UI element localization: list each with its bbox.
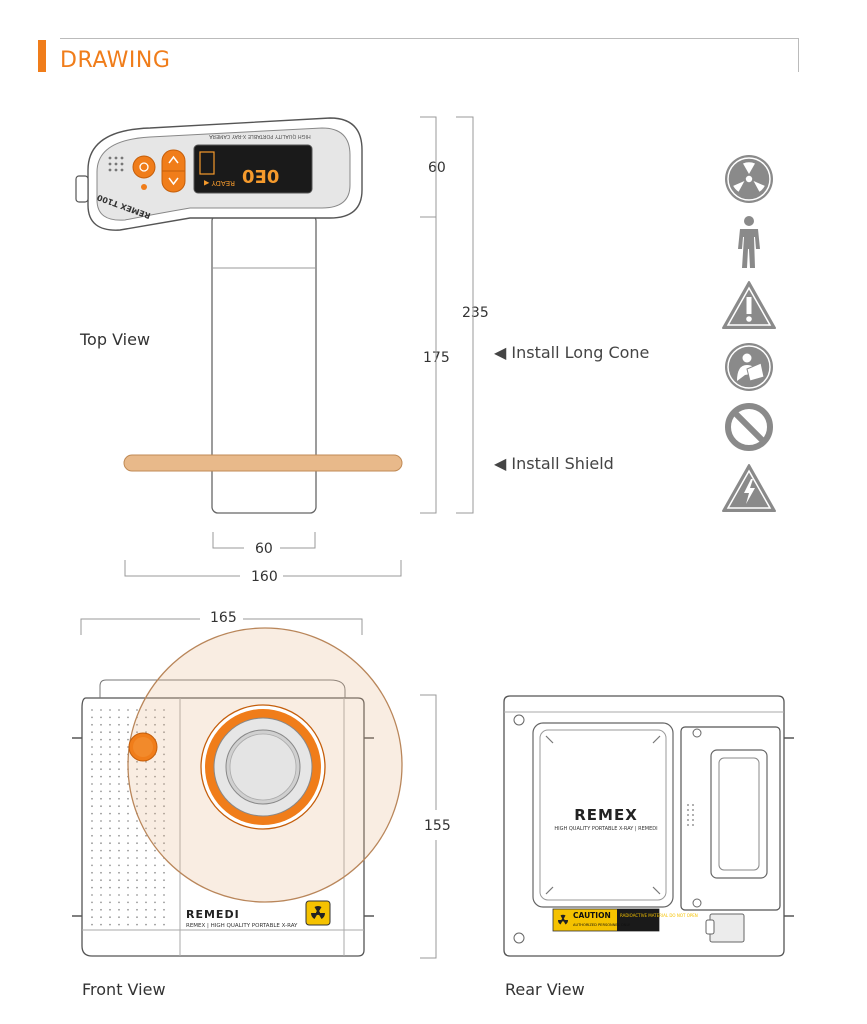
front-view-device: REMEDI REMEX | HIGH QUALITY PORTABLE X-R… [72,627,403,957]
safety-icons [722,155,776,512]
caution-title: CAUTION [573,911,611,920]
caution-left-text: AUTHORIZED PERSONNEL ONLY [573,923,631,927]
dimension-shield-diameter: 165 [210,610,237,626]
radiation-icon [725,155,773,203]
header-rule-tick [798,38,799,72]
top-panel-caption: HIGH QUALITY PORTABLE X-RAY CAMERA [209,133,311,139]
install-long-cone-callout: ◀ Install Long Cone [494,343,650,362]
warning-icon [722,281,776,329]
header-accent-bar [38,40,46,72]
dimension-lines-top [80,116,474,959]
dimension-cone-width: 60 [255,541,273,557]
front-tagline: REMEX | HIGH QUALITY PORTABLE X-RAY [186,923,298,929]
read-manual-icon [725,343,773,391]
dimension-total-length: 235 [462,305,489,321]
page-title: DRAWING [60,48,171,73]
dimension-device-height: 155 [424,818,451,834]
lcd-status: READY ◀ [203,179,235,187]
rear-view-label: Rear View [505,980,585,999]
rear-brand: REMEX [574,806,638,824]
front-radiation-icon [311,906,325,919]
dimension-head-length: 60 [428,160,446,176]
dimension-shield-width: 160 [251,569,278,585]
install-shield-callout: ◀ Install Shield [494,454,614,473]
lcd-dose-readout: 0E0 [242,165,279,186]
caution-right-text: RADIOACTIVE MATERIAL DO NOT OPEN [620,913,698,918]
front-brand: REMEDI [186,908,240,921]
rear-tagline: HIGH QUALITY PORTABLE X-RAY | REMEDI [554,826,657,832]
rear-view-device: REMEX HIGH QUALITY PORTABLE X-RAY | REME… [503,695,794,957]
caution-label: CAUTION AUTHORIZED PERSONNEL ONLY RADIOA… [552,908,698,932]
top-view-label: Top View [80,330,151,349]
electric-hazard-icon [722,464,776,512]
top-view-device: 0E0 READY ◀ HIGH QUALITY PORTABLE X-RAY … [75,117,403,514]
person-icon [738,216,760,268]
prohibited-icon [725,403,773,451]
shield-plate [123,454,403,472]
front-view-label: Front View [82,980,166,999]
header-rule [60,38,798,39]
